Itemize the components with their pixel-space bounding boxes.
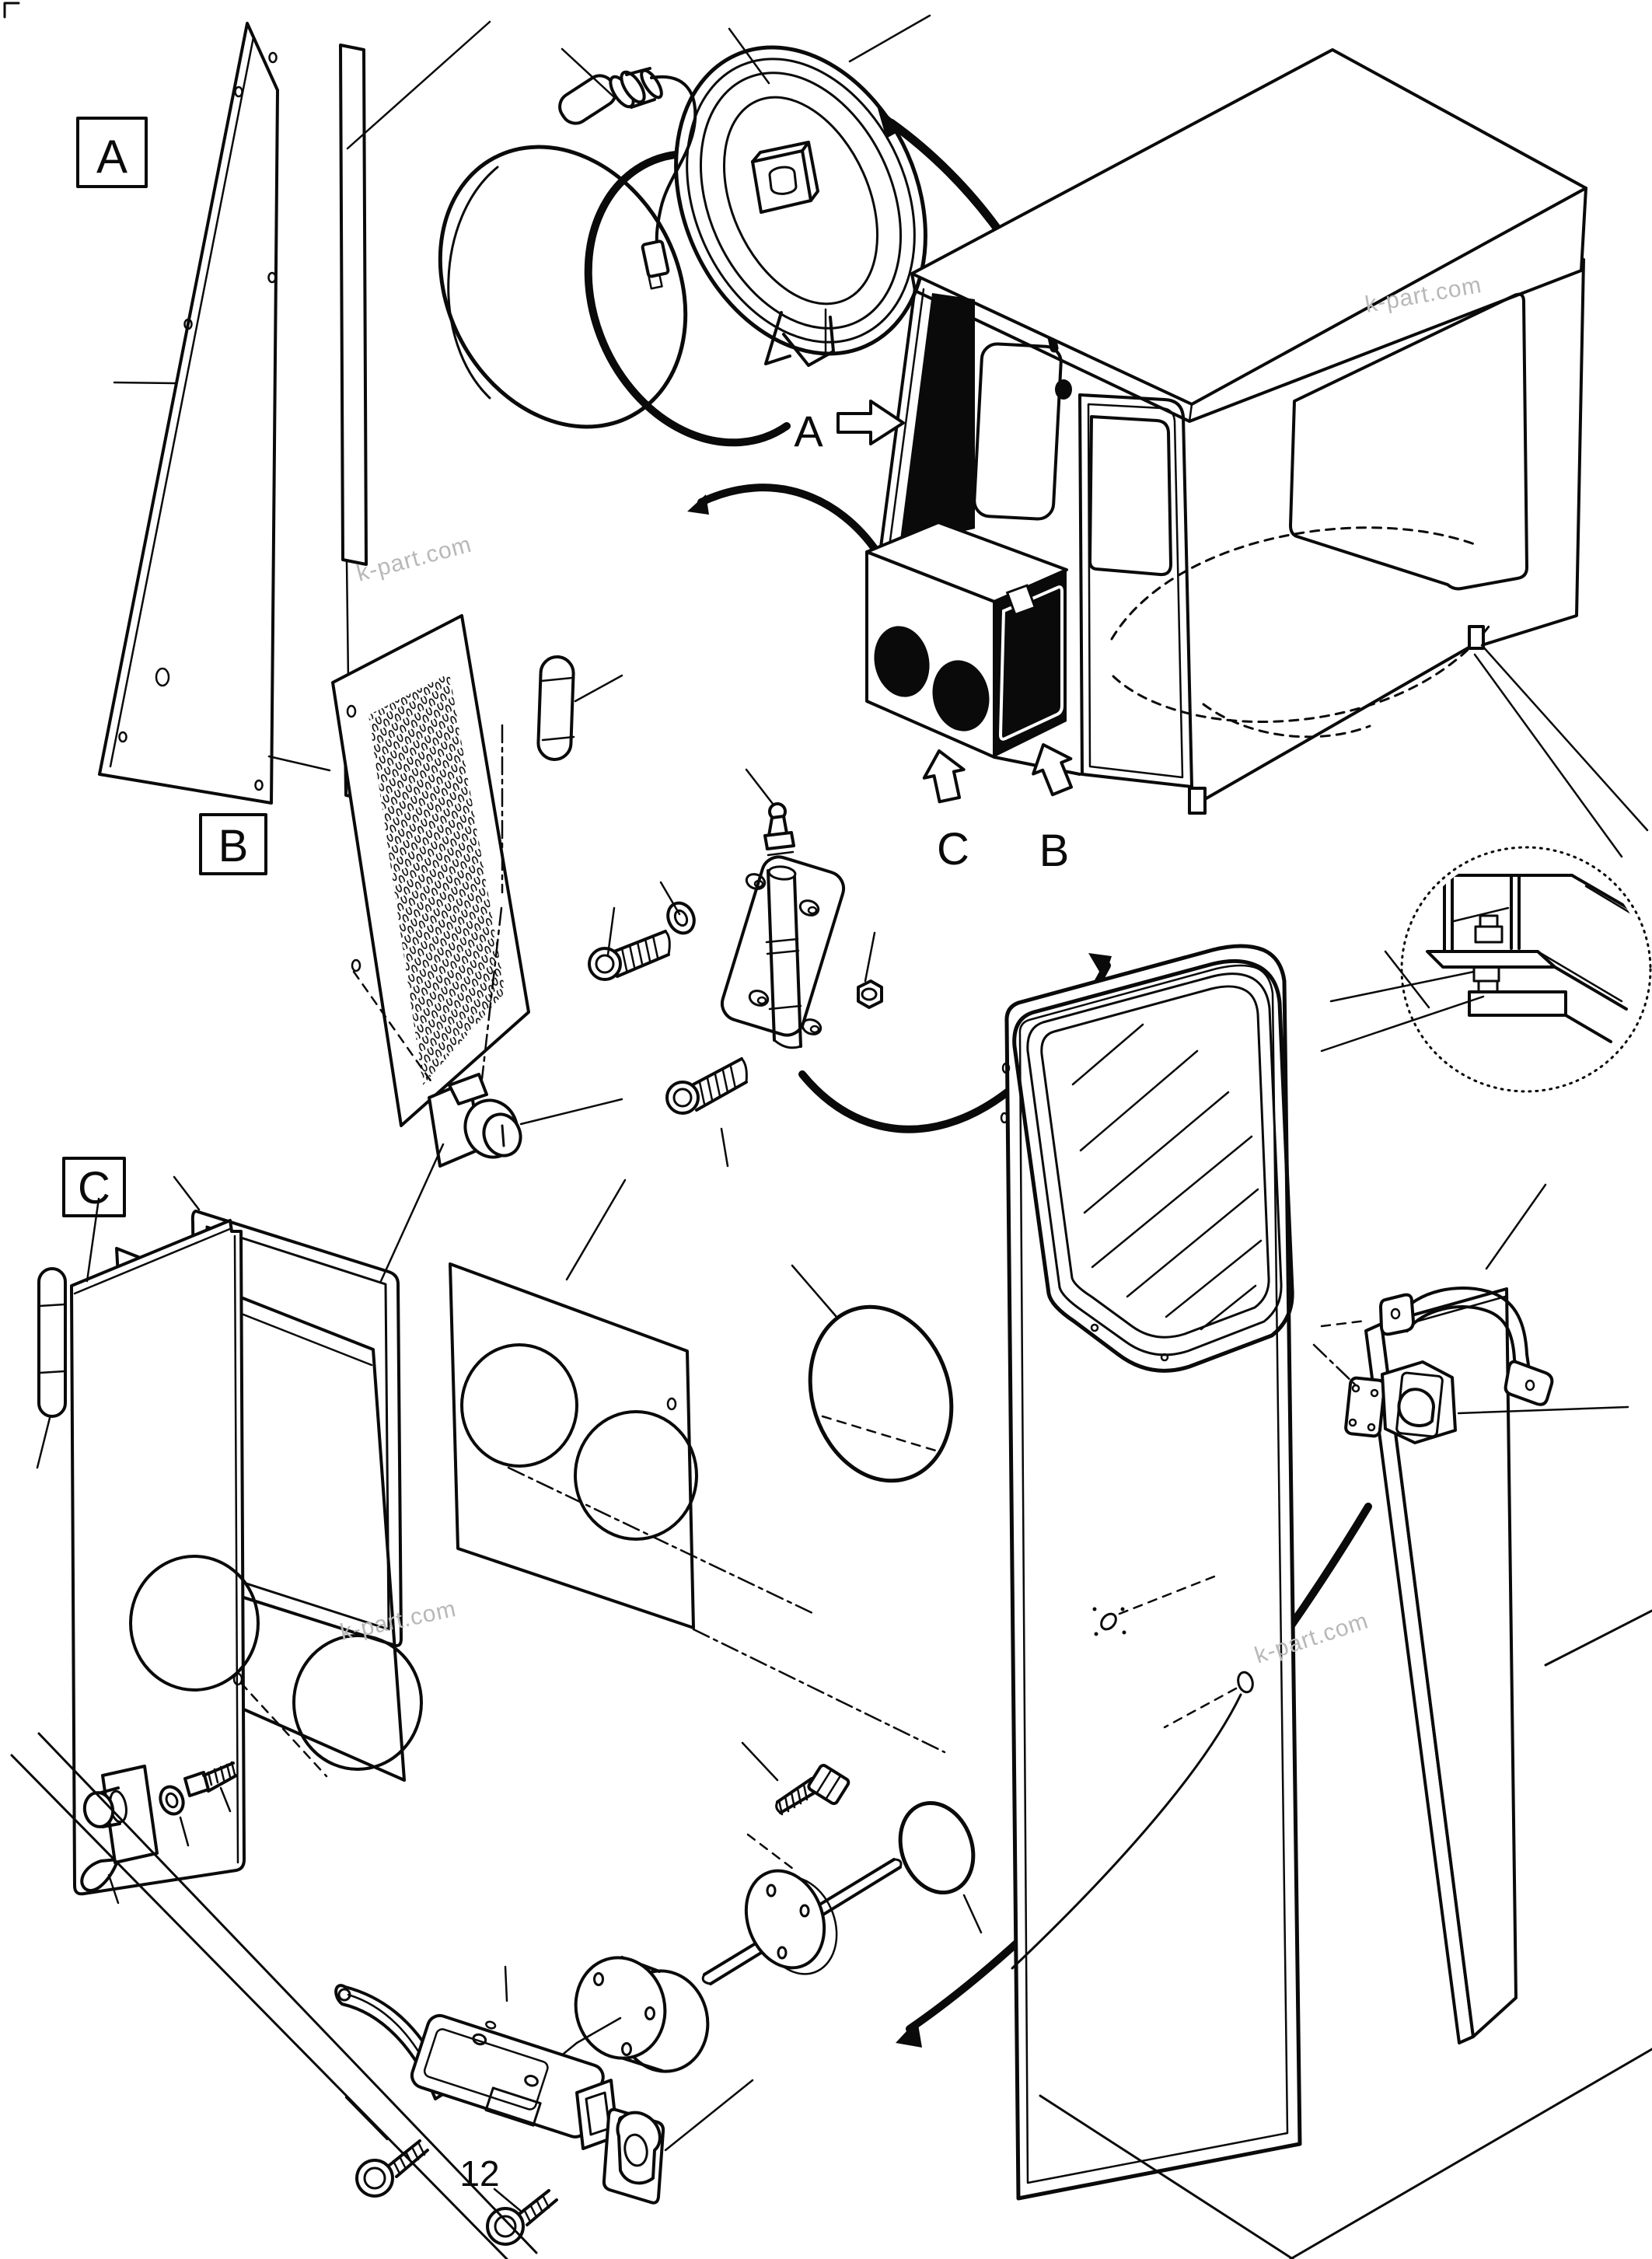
- cab-foot: [1468, 625, 1485, 650]
- section-b-label: B: [199, 813, 267, 875]
- explosion-axis: [692, 1628, 946, 1754]
- vent-grille-panel: [331, 614, 530, 1127]
- rod-hex-bolt: [775, 1764, 850, 1816]
- page-corner-mark: [3, 2, 20, 19]
- leader-line: [1320, 970, 1485, 1053]
- hinge-pin-barrel: [765, 865, 802, 1049]
- heater-front-panel: [70, 1219, 260, 1896]
- leader-line: [720, 1127, 729, 1168]
- bulb-wire: [650, 75, 697, 244]
- hinge-washer: [666, 901, 696, 935]
- leader-line: [745, 768, 774, 805]
- detail-view-circle: [1320, 846, 1652, 1093]
- cab-roof: [910, 48, 1587, 406]
- cab-seat-outline: [1110, 526, 1493, 738]
- section-a-letter: A: [96, 131, 127, 183]
- glass-hatch-lines: [1071, 1023, 1263, 1331]
- rod-knob-cylinder: [558, 1956, 710, 2073]
- perforated-grille-oval: [791, 1264, 983, 1508]
- hinge-axis-line: [480, 724, 504, 1081]
- hinge-hole: [745, 873, 823, 1035]
- door-latch-mechanism: [1312, 1319, 1629, 1444]
- release-lever: [80, 1765, 159, 1905]
- leader-line: [239, 1681, 328, 1778]
- section-b-letter: B: [218, 821, 249, 871]
- explosion-axis: [507, 1466, 816, 1615]
- hinge-bolt-upper: [588, 930, 671, 981]
- cab-side-window: [1289, 292, 1528, 591]
- latch-screw-upper: [344, 2096, 429, 2198]
- leader-line: [728, 27, 770, 85]
- rod-flange: [744, 1869, 838, 1975]
- cab-console: [865, 521, 1068, 759]
- view-arrow-a-letter: A: [794, 407, 823, 456]
- view-arrow-c: C: [922, 749, 969, 875]
- section-c-label: C: [62, 1157, 126, 1217]
- cab-door: [1000, 944, 1302, 2201]
- cab: k-part.com: [865, 48, 1649, 858]
- lever-bolt: [183, 1761, 238, 1813]
- view-arrow-b-letter: B: [1039, 826, 1070, 876]
- door-side-panel: [1364, 1287, 1518, 2044]
- headlamp-seal-ring: [584, 150, 791, 447]
- hinge-plate: [720, 855, 846, 1037]
- leader-line: [504, 1965, 508, 2002]
- view-arrow-a: A: [794, 400, 905, 456]
- latch-striker: [602, 2079, 754, 2205]
- leader-line: [606, 881, 681, 956]
- leader-line: [1457, 1405, 1629, 1415]
- rod-end-disc: [898, 1800, 983, 1934]
- panel-hinge-pin: [36, 1267, 67, 1469]
- watermark: k-part.com: [354, 532, 474, 587]
- section-c-letter: C: [78, 1163, 110, 1213]
- grease-fitting: [763, 802, 795, 857]
- latch-screw-lower: [486, 2189, 558, 2246]
- lever-washer: [159, 1785, 190, 1847]
- hinge-nut: [857, 979, 883, 1009]
- section-a-label: A: [76, 117, 148, 188]
- page-border: [10, 1609, 1652, 2259]
- speaker-panel: [449, 1262, 698, 1629]
- leader-arc-striker: [687, 484, 881, 556]
- door-window: [1012, 958, 1294, 1373]
- leader-line: [86, 1143, 627, 1283]
- leader-line: [1485, 1183, 1547, 1270]
- leader-line: [493, 2187, 524, 2214]
- view-arrow-b: B: [1032, 743, 1074, 876]
- cab-right-wall: [1480, 258, 1585, 647]
- windshield-glass-panel: [98, 22, 279, 805]
- cab-windshield-aperture: [899, 293, 975, 546]
- leader-line: [1473, 644, 1649, 858]
- view-arrow-c-letter: C: [937, 824, 969, 875]
- lock-cylinder: [428, 1073, 623, 1168]
- cab-door-aperture: [1055, 379, 1193, 788]
- headlamp-lens: [438, 145, 688, 429]
- headlamp-bulb: [558, 67, 697, 290]
- leader-line: [346, 20, 491, 150]
- door-oval-hole: [1011, 1671, 1254, 1970]
- leader-line: [1384, 950, 1430, 1009]
- hinge-bolt-lower: [665, 1057, 748, 1115]
- leader-line: [352, 970, 435, 1087]
- leader-line: [741, 1741, 779, 1782]
- leader-line: [561, 47, 616, 99]
- cab-front-window: [973, 342, 1063, 521]
- part-number-12: 12: [459, 2153, 499, 2194]
- leader-line: [864, 931, 876, 983]
- grille-mesh: [368, 673, 505, 1085]
- door-hinge: [588, 768, 883, 1168]
- leader-line: [113, 381, 176, 385]
- headlamp-housing: [674, 45, 927, 367]
- leader-line: [267, 755, 331, 772]
- door-handle-rod-assembly: [558, 1741, 983, 2073]
- cab-foot: [1188, 787, 1207, 815]
- grab-handle: [1379, 1183, 1554, 1406]
- door-latch-group: 12: [334, 1965, 754, 2246]
- leader-line: [848, 14, 931, 63]
- grille-hinge-pin: [536, 655, 623, 761]
- fastener-callout: [1092, 1575, 1216, 1636]
